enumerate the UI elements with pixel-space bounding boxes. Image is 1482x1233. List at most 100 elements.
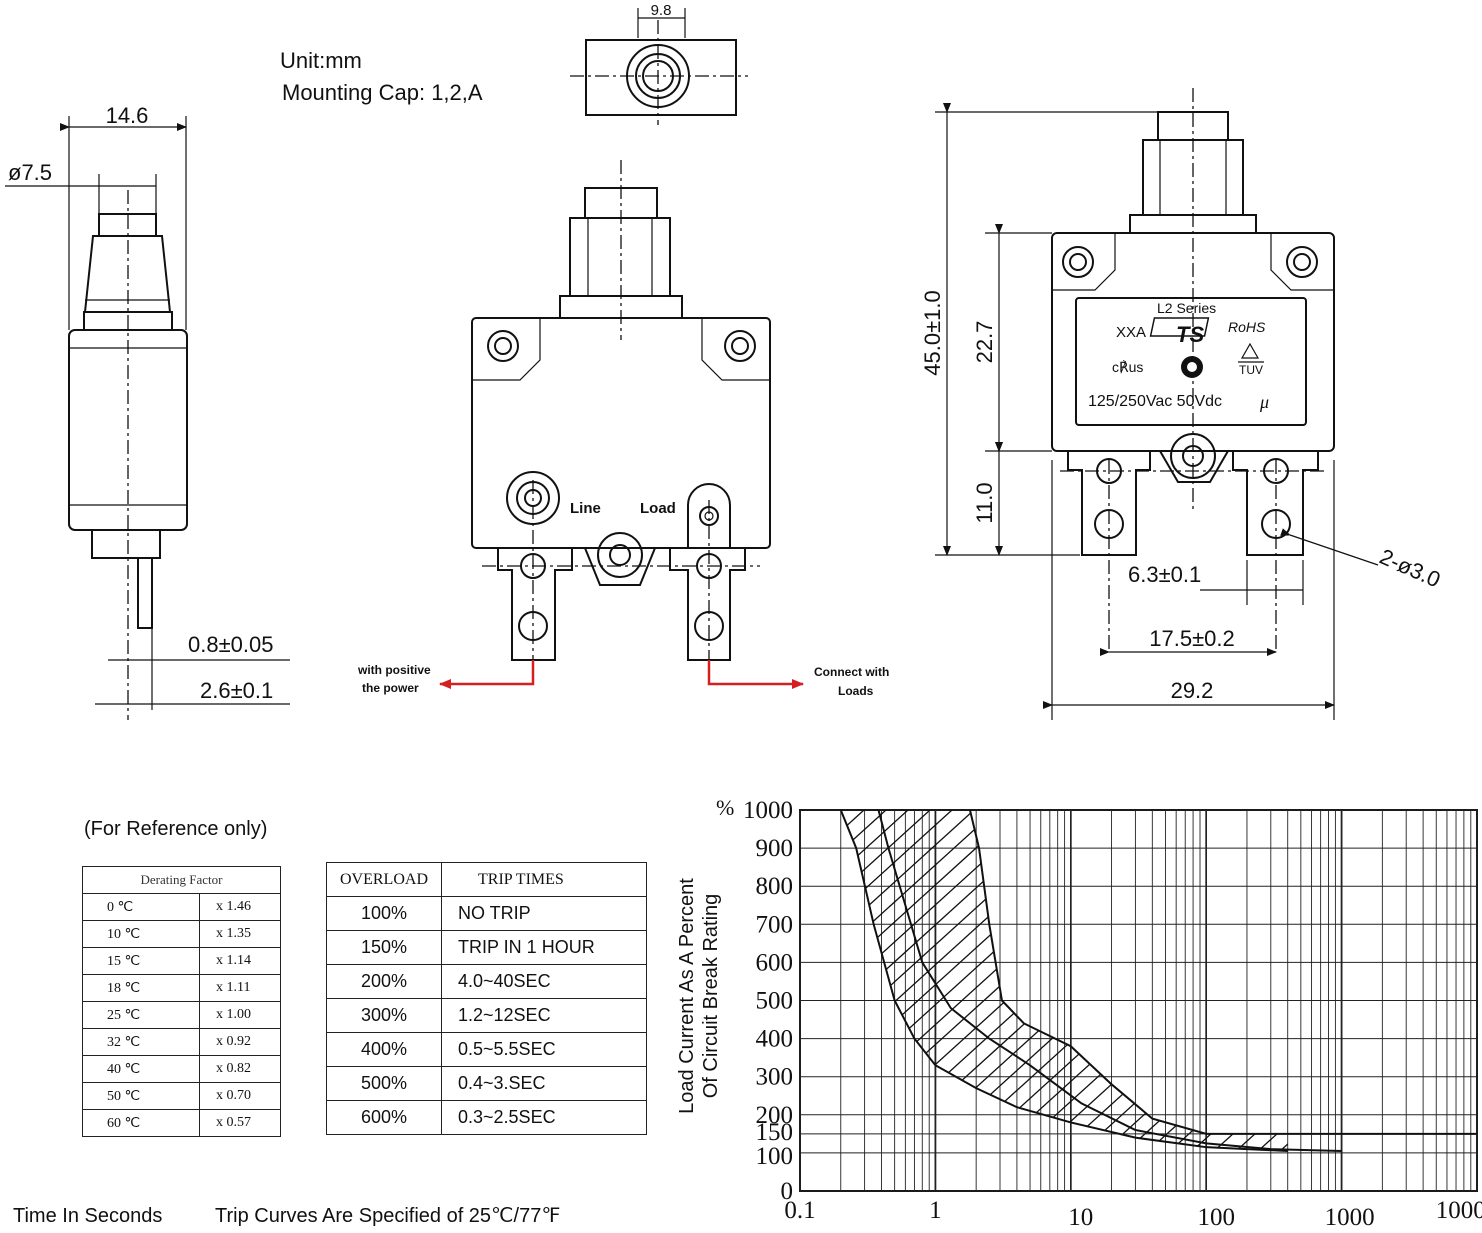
overload-percent: 100% [326,896,442,931]
derating-factor: x 0.70 [199,1082,281,1110]
x-tick-label: 1 [929,1197,942,1224]
derating-factor: x 0.92 [199,1028,281,1056]
chart-curves [839,809,1477,1152]
trip-curve-1 [839,809,1288,1152]
y-tick-label: 100 [756,1143,794,1170]
dim-terminal-width: 6.3±0.1 [1128,562,1201,587]
derating-title: Derating Factor [82,866,281,894]
y-tick-label: 300 [756,1064,794,1091]
trip-times-header: TRIP TIMES [441,862,647,897]
load-note-2: Loads [838,684,874,698]
unit-label: Unit:mm [280,48,362,73]
derating-factor: x 1.11 [199,974,281,1002]
overload-percent: 200% [326,964,442,999]
side-view: 14.6 ø7.5 0.8±0.05 2.6±0.1 [5,103,290,720]
derating-temp: 25 ℃ [82,1001,200,1029]
dim-hole-dia: 2-ø3.0 [1376,544,1444,593]
line-note-2: the power [362,681,419,695]
ul-mark-icon: c℟us [1112,359,1143,375]
tuv-mark: TUV [1239,363,1263,377]
dim-overall-width: 29.2 [1171,678,1214,703]
dim-terminal-thick: 0.8±0.05 [188,632,273,657]
y-tick-label: 1000 [743,797,793,824]
y-axis-title-2: Of Circuit Break Rating [700,894,722,1099]
y-tick-label: 150 [756,1119,794,1146]
dim-side-width: 14.6 [106,103,149,128]
y-tick-label: 700 [756,911,794,938]
load-label: Load [640,500,676,517]
trip-time: 0.5~5.5SEC [441,1032,647,1067]
trip-spec-note: Trip Curves Are Specified of 25℃/77℉ [215,1205,560,1227]
overload-percent: 400% [326,1032,442,1067]
y-tick-label: 0 [781,1178,794,1205]
overload-percent: 600% [326,1100,442,1135]
load-arrow [707,660,804,689]
derating-factor: x 0.57 [199,1109,281,1137]
trip-time: NO TRIP [441,896,647,931]
y-tick-label: 200 [756,1102,794,1129]
overload-row: 600%0.3~2.5SEC [326,1100,647,1135]
y-tick-label: 900 [756,835,794,862]
trip-curve-2 [968,809,1477,1135]
ts-mark-icon: TS [1176,322,1204,347]
plate-mu: μ [1259,392,1269,412]
y-tick-label: 600 [756,949,794,976]
dim-terminal-offset: 2.6±0.1 [200,678,273,703]
y-axis-title-1: Load Current As A Percent [676,878,698,1114]
overload-row: 200%4.0~40SEC [326,964,647,999]
derating-temp: 32 ℃ [82,1028,200,1056]
overload-percent: 500% [326,1066,442,1101]
tuv-triangle-icon [1240,342,1260,359]
derating-temp: 40 ℃ [82,1055,200,1083]
trip-time: 0.4~3.SEC [441,1066,647,1101]
derating-temp: 15 ℃ [82,947,200,975]
plate-series: L2 Series [1157,300,1216,316]
derating-factor: x 1.00 [199,1001,281,1029]
x-tick-label: 10 [1068,1204,1093,1231]
right-view [1051,88,1335,650]
derating-factor: x 1.14 [199,947,281,975]
x-tick-label: 1000 [1325,1204,1375,1231]
derating-temp: 18 ℃ [82,974,200,1002]
derating-factor: x 1.46 [199,893,281,921]
chart-x-ticks: 0.1110100100010000 [784,1197,1482,1231]
trip-curve-3 [877,809,1342,1152]
overload-row: 150%TRIP IN 1 HOUR [326,930,647,965]
trip-time: 0.3~2.5SEC [441,1100,647,1135]
overload-row: 300%1.2~12SEC [326,998,647,1033]
time-axis-label: Time In Seconds [13,1205,162,1227]
line-label: Line [570,500,601,517]
power-arrows: with positive the power Connect with Loa… [357,660,889,698]
overload-header: OVERLOAD [326,862,442,897]
overload-percent: 150% [326,930,442,965]
derating-temp: 0 ℃ [82,893,200,921]
dim-button-dia: ø7.5 [8,160,52,185]
overload-percent: 300% [326,998,442,1033]
dim-terminal-len: 11.0 [972,482,997,523]
plate-rating: 125/250Vac 50Vdc [1088,393,1222,410]
overload-row: 500%0.4~3.SEC [326,1066,647,1101]
right-dimensions: 45.0±1.0 22.7 11.0 6.3±0.1 17.5±0.2 29.2… [920,103,1444,720]
trip-time: 4.0~40SEC [441,964,647,999]
derating-temp: 60 ℃ [82,1109,200,1137]
y-tick-label: 800 [756,873,794,900]
trip-time: 1.2~12SEC [441,998,647,1033]
plate-model: XXA [1116,324,1146,341]
y-unit: % [716,795,734,820]
rohs-badge-box [1149,317,1210,337]
derating-factor: x 0.82 [199,1055,281,1083]
mounting-label: Mounting Cap: 1,2,A [282,80,483,105]
